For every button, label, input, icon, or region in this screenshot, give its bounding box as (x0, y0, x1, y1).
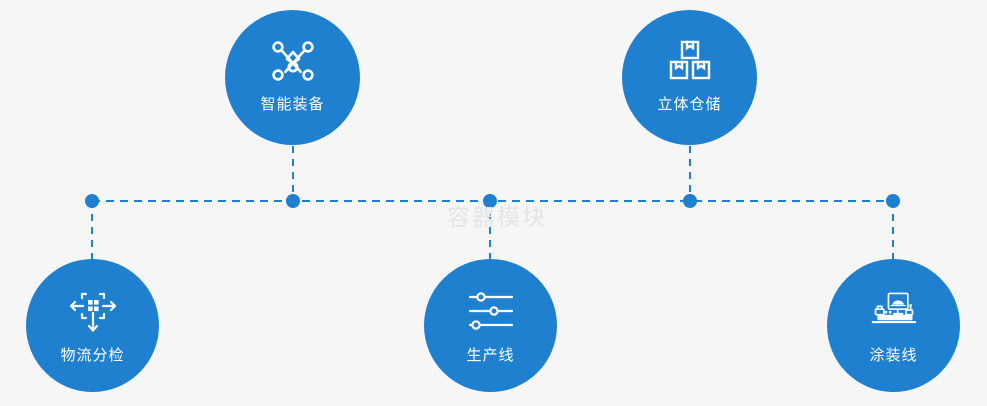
node-logistics-sorting[interactable]: 物流分检 (26, 259, 159, 392)
watermark-text: 容器模块 (447, 204, 547, 230)
junction-dot-4[interactable] (683, 194, 697, 208)
node-label: 涂装线 (869, 347, 918, 364)
node-label: 立体仓储 (657, 96, 722, 113)
sorting-arrows-icon (69, 289, 117, 333)
junction-dot-5[interactable] (886, 194, 900, 208)
junction-dot-2[interactable] (286, 194, 300, 208)
node-production-line[interactable]: 生产线 (424, 259, 557, 392)
paint-machine-icon (870, 289, 918, 333)
node-label: 物流分检 (60, 347, 125, 364)
node-stereoscopic-warehouse[interactable]: 立体仓储 (622, 10, 757, 145)
sliders-icon (467, 289, 515, 333)
node-intelligent-equipment[interactable]: 智能装备 (225, 10, 360, 145)
node-coating-line[interactable]: 涂装线 (827, 259, 960, 392)
node-label: 智能装备 (260, 96, 325, 113)
junction-dot-3[interactable] (483, 194, 497, 208)
node-label: 生产线 (466, 347, 515, 364)
network-nodes-icon (270, 38, 316, 84)
stacked-boxes-icon (667, 38, 713, 84)
junction-dot-1[interactable] (85, 194, 99, 208)
